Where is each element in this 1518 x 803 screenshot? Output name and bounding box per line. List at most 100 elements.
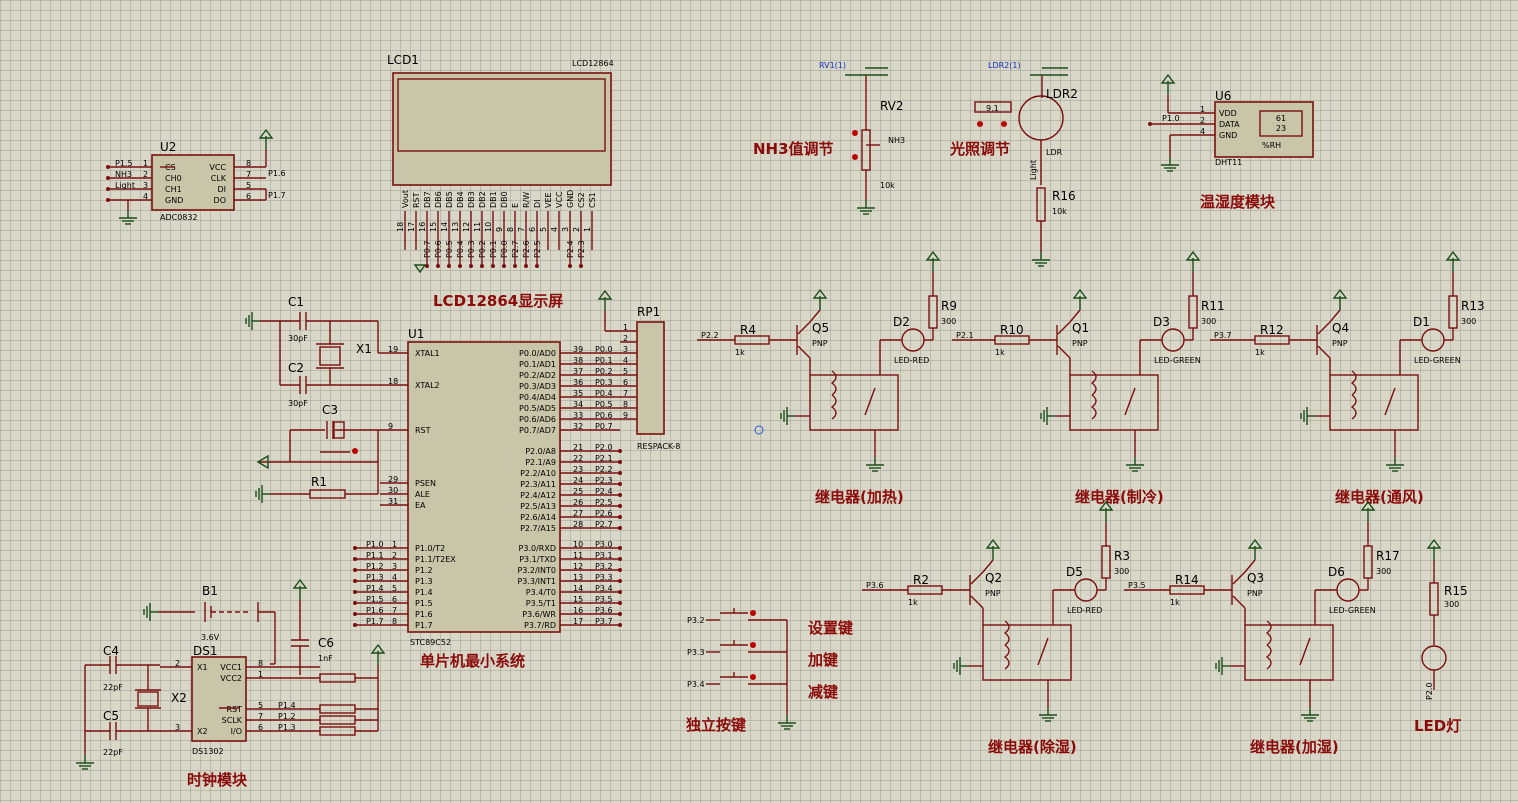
lcd-net: P0.7: [423, 240, 432, 258]
pin-end: [106, 176, 110, 180]
transistor-ref: Q1: [1072, 321, 1089, 335]
mcu-p3-pin: P3.7/RD: [524, 621, 556, 630]
respack-8[interactable]: [636, 321, 665, 435]
lcd-part: LCD12864: [572, 59, 614, 68]
relay-coil-box[interactable]: [809, 374, 899, 431]
power-icon: [258, 128, 274, 139]
mcu-pin-num: 3: [392, 562, 397, 571]
relay-led-icon[interactable]: [1074, 578, 1098, 602]
rp1-num: 4: [623, 356, 628, 365]
lcd-net: P0.1: [489, 240, 498, 258]
wire: [982, 559, 994, 573]
ldr-meter: [974, 101, 1012, 113]
relay-base-res-ref: R4: [740, 323, 756, 337]
ldr-button: [1001, 121, 1007, 127]
lcd12864-module[interactable]: [392, 72, 612, 186]
relay-title: 继电器(除湿): [988, 738, 1077, 756]
lcd-net: P2.3: [577, 240, 586, 258]
key-button[interactable]: [750, 674, 756, 680]
c5-ref: C5: [103, 709, 119, 723]
mcu-p1-pin: P1.1/T2EX: [415, 555, 456, 564]
key-button[interactable]: [750, 642, 756, 648]
relay-coil-box[interactable]: [1244, 624, 1334, 681]
lcd-pin-name: DB4: [456, 191, 465, 208]
ldr-r16: R16: [1052, 189, 1076, 203]
mcu-pin-num: 16: [573, 606, 583, 615]
mcu-p3-pin: P3.1/TXD: [519, 555, 556, 564]
mcu-pin-num: 31: [388, 497, 398, 506]
ds1-pin: X2: [197, 727, 208, 736]
adc-pin-name: VCC: [209, 163, 226, 172]
key-net: P3.4: [687, 680, 705, 689]
crystal-x2[interactable]: [137, 691, 159, 707]
stc89c52-mcu[interactable]: [407, 341, 561, 633]
relay-led-res-ref: R13: [1461, 299, 1485, 313]
pin-end: [353, 623, 357, 627]
mcu-pin-num: 15: [573, 595, 583, 604]
dht-net: P1.0: [1162, 114, 1180, 123]
relay-led-res-ref: R17: [1376, 549, 1400, 563]
lcd-pin-name: DB2: [478, 191, 487, 208]
relay-coil-box[interactable]: [982, 624, 1072, 681]
relay-led-icon[interactable]: [1161, 328, 1185, 352]
relay-coil-box[interactable]: [1329, 374, 1419, 431]
ldr-net-label: LDR2(1): [988, 61, 1021, 70]
mcu-pin-num: 38: [573, 356, 583, 365]
ldr-ref: LDR2: [1046, 87, 1078, 101]
resistor-r1: [309, 489, 346, 499]
adc-pin-name: CH0: [165, 174, 182, 183]
power-icon: [1160, 73, 1176, 84]
rtc-pullup-resistor: [319, 715, 356, 725]
pin-end: [618, 460, 622, 464]
mcu-p0-pin: P0.2/AD2: [519, 371, 556, 380]
mcu-part: STC89C52: [410, 638, 451, 647]
resistor-r16: [1036, 187, 1046, 222]
keys-title: 独立按键: [686, 716, 746, 734]
crystal-x1[interactable]: [319, 346, 341, 366]
relay-led-res-val: 300: [1201, 317, 1216, 326]
key-button[interactable]: [750, 610, 756, 616]
lamp-led-icon[interactable]: [1421, 645, 1447, 671]
mcu-p1-net: P1.2: [366, 562, 384, 571]
lcd-net: P0.3: [467, 240, 476, 258]
relay-base-res-val: 1k: [908, 598, 918, 607]
adc-pin-num: 6: [246, 192, 251, 201]
dht-pin: VDD: [1219, 109, 1237, 118]
ds1-pin: SCLK: [222, 716, 243, 725]
relay-led-ref: D5: [1066, 565, 1083, 579]
ground-arrow-icon: [256, 454, 269, 470]
mcu-pin-num: 6: [392, 595, 397, 604]
mcu-p1-pin: P1.6: [415, 610, 433, 619]
lcd-screen: [397, 78, 606, 152]
dht-pin: GND: [1219, 131, 1237, 140]
relay-led-icon[interactable]: [1421, 328, 1445, 352]
power-icon: [1072, 288, 1088, 299]
ldr-icon[interactable]: [1018, 95, 1064, 141]
relay-switch: [1384, 387, 1396, 416]
rv-ref: RV2: [880, 99, 904, 113]
mcu-pin-num: 17: [573, 617, 583, 626]
ldr-r16-val: 10k: [1052, 207, 1067, 216]
relay-led-type: LED-GREEN: [1329, 606, 1376, 615]
adc-pin-name: DO: [214, 196, 226, 205]
pin-end: [106, 165, 110, 169]
mcu-p3-net: P3.2: [595, 562, 613, 571]
lcd-pin-num: 11: [473, 222, 482, 232]
relay-led-icon[interactable]: [1336, 578, 1360, 602]
lcd-ref: LCD1: [387, 53, 419, 67]
ds1302-rtc[interactable]: [191, 656, 247, 742]
mcu-pin-num: 34: [573, 400, 583, 409]
relay-net: P3.6: [866, 581, 884, 590]
relay-coil-box[interactable]: [1069, 374, 1159, 431]
mcu-pin-num: 33: [573, 411, 583, 420]
relay-led-icon[interactable]: [901, 328, 925, 352]
adc0832-chip[interactable]: [151, 154, 235, 211]
key-net: P3.3: [687, 648, 705, 657]
wire: [809, 309, 821, 323]
mcu-p0-net: P0.4: [595, 389, 613, 398]
dht-num: 4: [1200, 127, 1205, 136]
wire: [1244, 559, 1256, 573]
mcu-p3-pin: P3.2/INT0: [517, 566, 556, 575]
mcu-p3-net: P3.5: [595, 595, 613, 604]
